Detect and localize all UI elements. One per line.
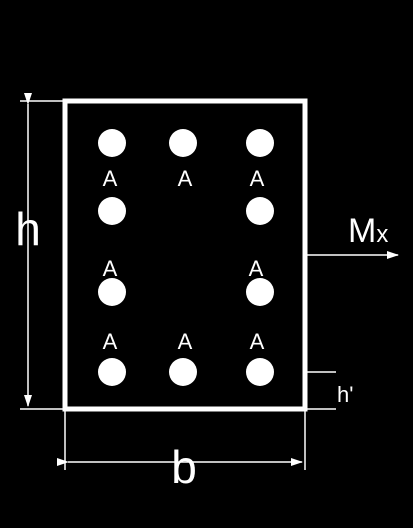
bar-area-label-bottom-right: A (250, 329, 265, 354)
rebar-upper-left (98, 197, 126, 225)
bar-area-label-top-right: A (250, 166, 265, 191)
rebar-top-middle (169, 129, 197, 157)
moment-label-subscript: x (376, 221, 388, 248)
width-label: b (171, 441, 197, 493)
bar-area-label-bottom-middle: A (178, 329, 193, 354)
moment-label-main: M (348, 212, 376, 250)
cover-label: h' (337, 382, 353, 407)
rebar-lower-left (98, 278, 126, 306)
bar-area-label-mid-left: A (103, 256, 118, 281)
moment-label: Mx (348, 212, 388, 250)
rebar-bottom-right (246, 358, 274, 386)
bar-area-label-mid-right: A (249, 256, 264, 281)
rebar-bottom-middle (169, 358, 197, 386)
bar-area-label-top-left: A (103, 166, 118, 191)
height-label: h (15, 203, 41, 255)
bar-area-label-top-middle: A (178, 166, 193, 191)
rebar-lower-right (246, 278, 274, 306)
rebar-upper-right (246, 197, 274, 225)
rebar-bottom-left (98, 358, 126, 386)
bar-area-label-bottom-left: A (103, 329, 118, 354)
rebar-top-right (246, 129, 274, 157)
rebar-top-left (98, 129, 126, 157)
